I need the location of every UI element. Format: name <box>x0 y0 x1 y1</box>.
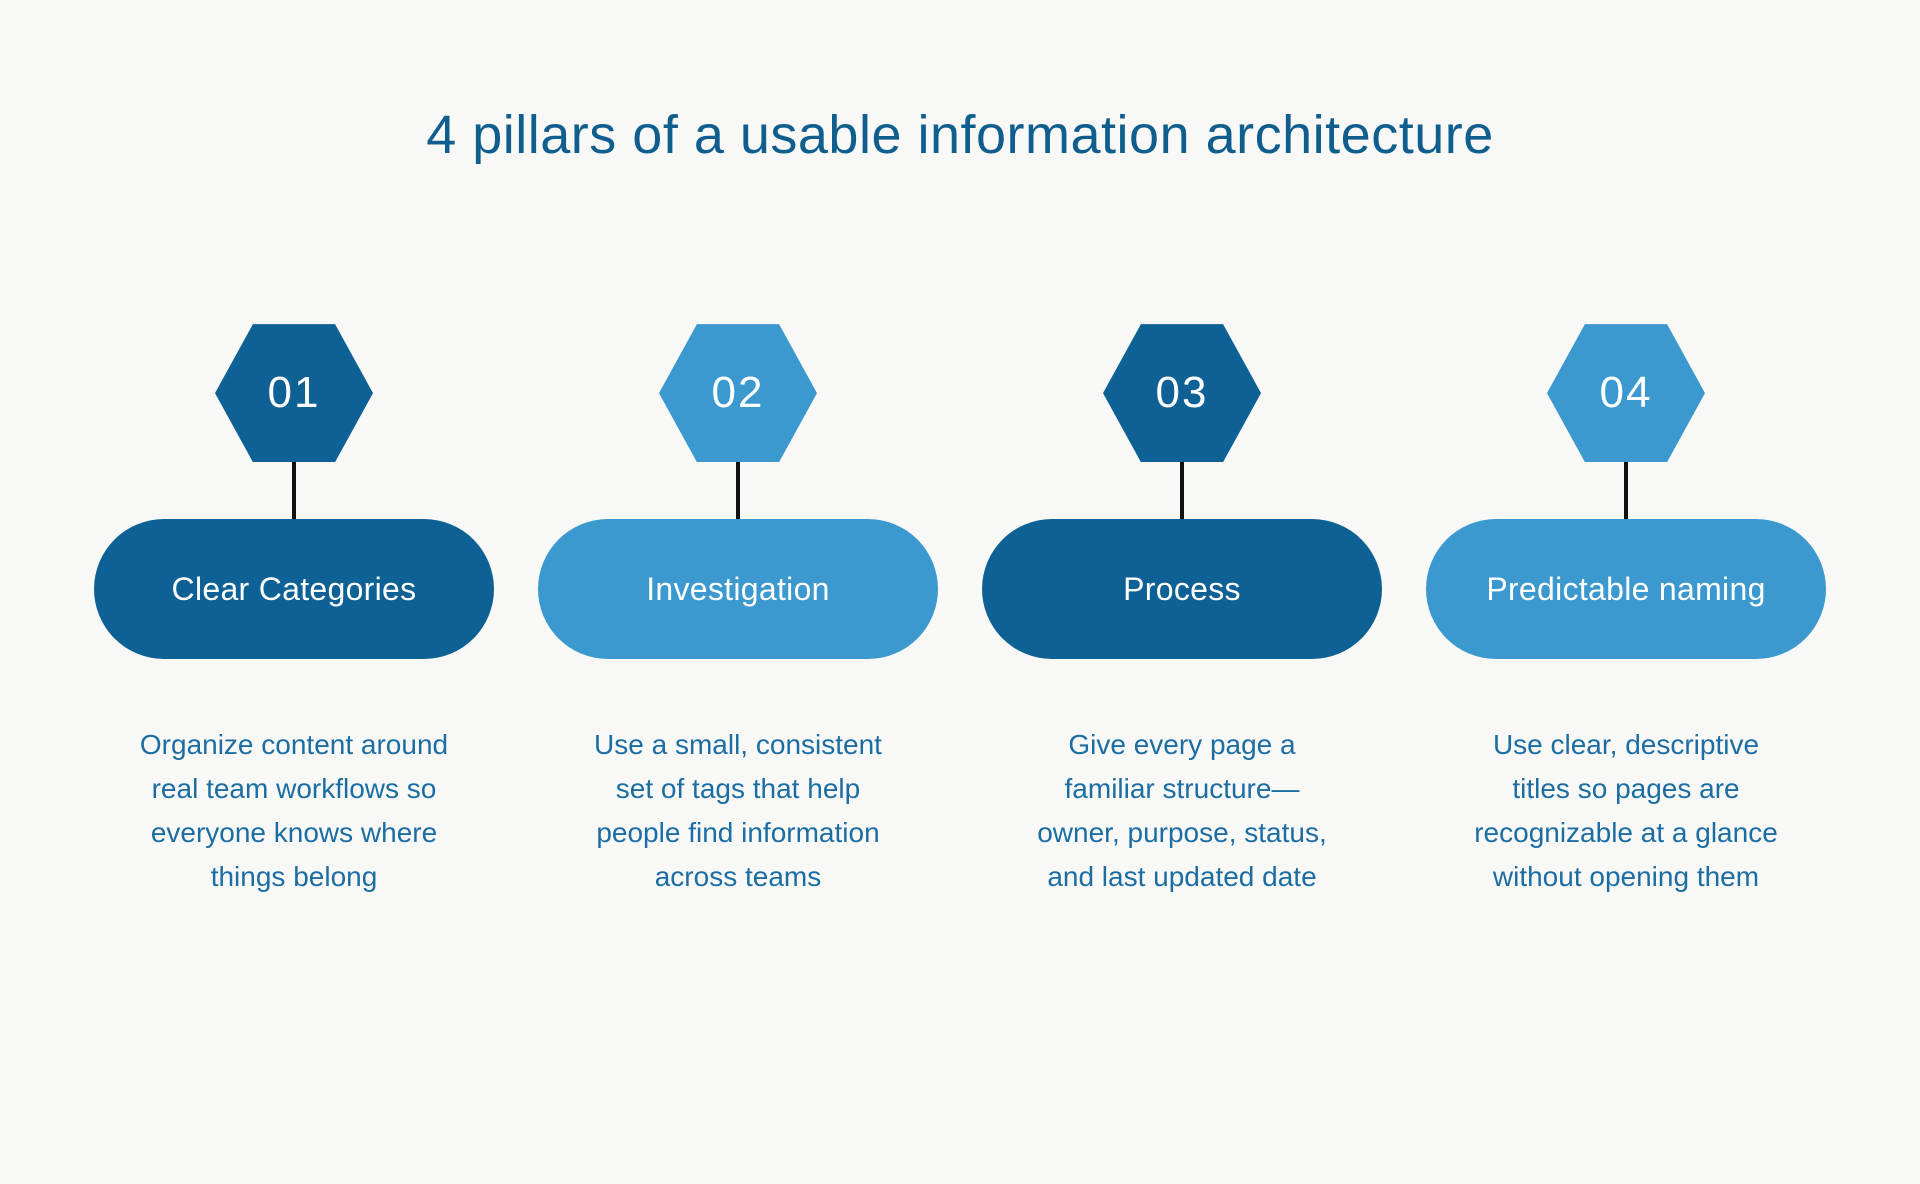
pillar-pill: Clear Categories <box>94 519 494 660</box>
page-title: 4 pillars of a usable information archit… <box>426 105 1494 165</box>
hexagon-badge: 02 <box>659 324 817 463</box>
pillar-label: Process <box>1123 570 1241 607</box>
connector-line <box>1180 462 1184 520</box>
pillar-number: 03 <box>1155 368 1209 418</box>
pillar-column-3: 03 Process Give every page a familiar st… <box>982 324 1382 899</box>
hexagon-badge: 04 <box>1547 324 1705 463</box>
pillar-number: 01 <box>267 368 321 418</box>
hexagon-badge: 01 <box>215 324 373 463</box>
pillar-label: Clear Categories <box>171 570 417 607</box>
pillar-column-1: 01 Clear Categories Organize content aro… <box>94 324 494 899</box>
pillar-description: Organize content around real team workfl… <box>139 729 449 893</box>
pillar-pill: Investigation <box>538 519 938 660</box>
pillar-pill: Process <box>982 519 1382 660</box>
pillar-label: Predictable naming <box>1486 570 1766 607</box>
pillar-description: Use a small, consistent set of tags that… <box>594 729 882 893</box>
pillars-row: 01 Clear Categories Organize content aro… <box>0 324 1920 899</box>
pillar-column-4: 04 Predictable naming Use clear, descrip… <box>1426 324 1826 899</box>
infographic-canvas: 4 pillars of a usable information archit… <box>0 104 1920 1184</box>
pillar-column-2: 02 Investigation Use a small, consistent… <box>538 324 938 899</box>
hexagon-badge: 03 <box>1103 324 1261 463</box>
pillar-number: 04 <box>1599 368 1653 418</box>
connector-line <box>292 462 296 520</box>
connector-line <box>736 462 740 520</box>
pillar-description: Give every page a familiar structure— ow… <box>1037 729 1327 893</box>
pillar-number: 02 <box>711 368 765 418</box>
pillar-pill: Predictable naming <box>1426 519 1826 660</box>
pillar-label: Investigation <box>646 570 830 607</box>
connector-line <box>1624 462 1628 520</box>
pillar-description: Use clear, descriptive titles so pages a… <box>1474 729 1778 893</box>
